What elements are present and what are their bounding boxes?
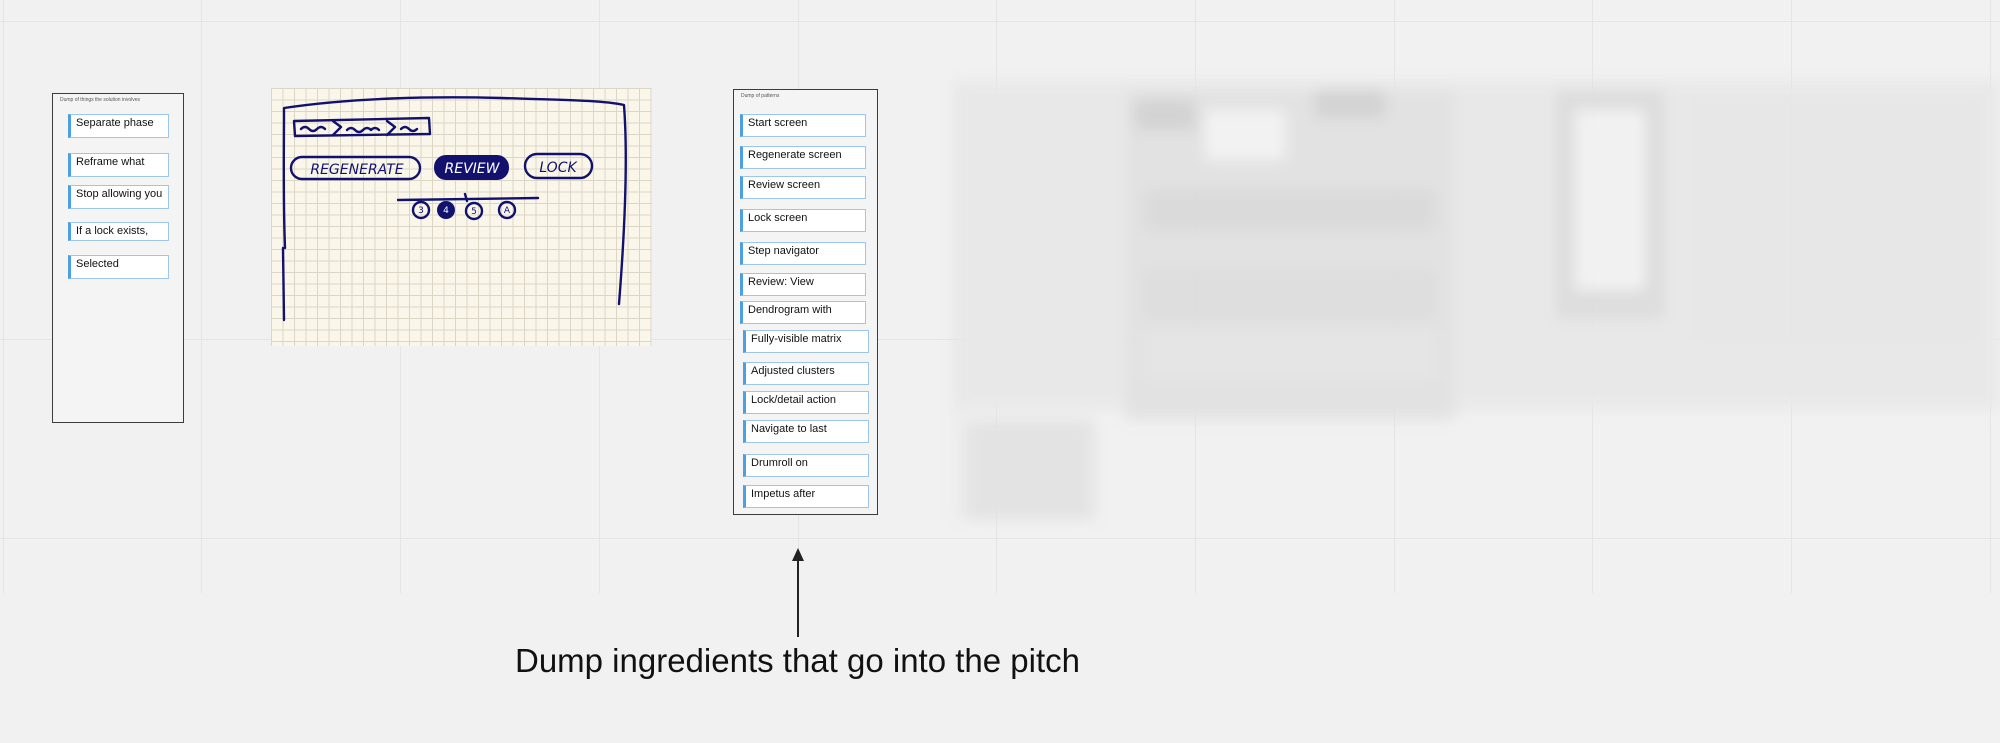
- sticky-note[interactable]: Step navigator: [740, 242, 866, 265]
- sticky-note[interactable]: Lock screen: [740, 209, 866, 232]
- canvas-gridline: [0, 538, 2000, 539]
- canvas-gridline: [0, 21, 2000, 22]
- solution-dump-frame[interactable]: Dump of things the solution involves Sep…: [52, 93, 184, 423]
- sketch-review-pill: [434, 155, 509, 180]
- sketch-regenerate-label: REGENERATE: [310, 162, 403, 178]
- sketch-step-label: 5: [471, 207, 477, 217]
- sketch-lock-label: LOCK: [539, 160, 578, 176]
- callout-arrow: [797, 560, 799, 637]
- sticky-note[interactable]: Dendrogram with: [740, 301, 866, 324]
- blurred-canvas-area: [935, 70, 2000, 540]
- sticky-note[interactable]: Drumroll on: [743, 454, 869, 477]
- frame-title: Dump of things the solution involves: [60, 97, 141, 103]
- sticky-note[interactable]: Stop allowing you: [68, 185, 169, 209]
- sticky-note[interactable]: Review screen: [740, 176, 866, 199]
- sketch-review-label: REVIEW: [445, 161, 501, 177]
- canvas-gridline: [201, 0, 202, 593]
- sticky-note[interactable]: Navigate to last: [743, 420, 869, 443]
- sticky-note[interactable]: Reframe what: [68, 153, 169, 177]
- sketch-step-label: 3: [418, 206, 424, 216]
- arrow-head-icon: [792, 548, 804, 561]
- sticky-note[interactable]: Separate phase: [68, 114, 169, 138]
- sticky-note[interactable]: Review: View: [740, 273, 866, 296]
- sketch-drawing: REGENERATE REVIEW LOCK 3 4 5 A: [281, 96, 628, 322]
- sticky-note[interactable]: Lock/detail action: [743, 391, 869, 414]
- sticky-note[interactable]: Regenerate screen: [740, 146, 866, 169]
- canvas-gridline: [3, 0, 4, 593]
- frame-title: Dump of patterns: [741, 93, 780, 99]
- wireframe-sketch[interactable]: REGENERATE REVIEW LOCK 3 4 5 A: [271, 88, 652, 346]
- sketch-step-label: 4: [443, 206, 449, 216]
- sticky-note[interactable]: Fully-visible matrix: [743, 330, 869, 353]
- sticky-note[interactable]: Impetus after: [743, 485, 869, 508]
- patterns-dump-frame[interactable]: Dump of patterns Start screen Regenerate…: [733, 89, 878, 515]
- sticky-note[interactable]: Adjusted clusters: [743, 362, 869, 385]
- canvas-caption[interactable]: Dump ingredients that go into the pitch: [514, 642, 1080, 679]
- sketch-step-label: A: [504, 206, 511, 216]
- sticky-note[interactable]: If a lock exists,: [68, 222, 169, 241]
- sticky-note[interactable]: Selected: [68, 255, 169, 279]
- sticky-note[interactable]: Start screen: [740, 114, 866, 137]
